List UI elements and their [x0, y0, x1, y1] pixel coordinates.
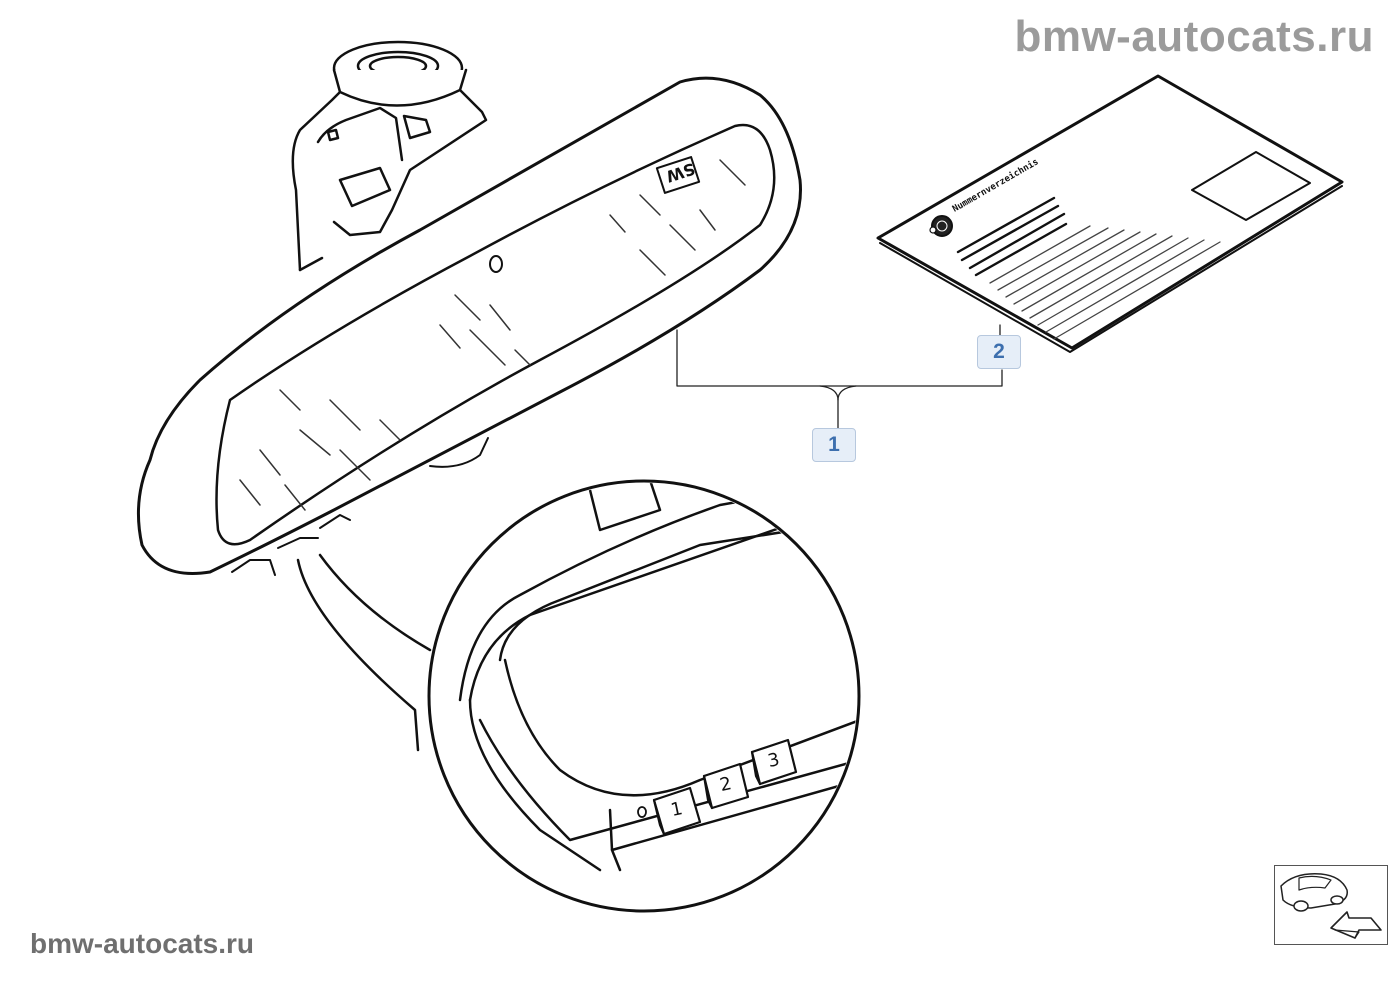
car-arrow-nav-icon [1280, 873, 1382, 939]
mirror-mount [291, 40, 488, 272]
booklet [876, 74, 1344, 353]
watermark-bottom: bmw-autocats.ru [30, 928, 255, 959]
detail-button-1 [652, 786, 702, 836]
detail-connector [296, 553, 432, 752]
leader-lines [676, 324, 1003, 429]
detail-magnifier [427, 479, 861, 913]
callout-2[interactable]: 2 [977, 335, 1021, 369]
nav-thumbnail-button[interactable] [1274, 865, 1388, 945]
watermark-top: bmw-autocats.ru [1014, 12, 1374, 61]
callout-1[interactable]: 1 [812, 428, 856, 462]
detail-button-2 [702, 762, 750, 810]
detail-button-3 [750, 738, 798, 786]
mirror-body [136, 76, 802, 576]
